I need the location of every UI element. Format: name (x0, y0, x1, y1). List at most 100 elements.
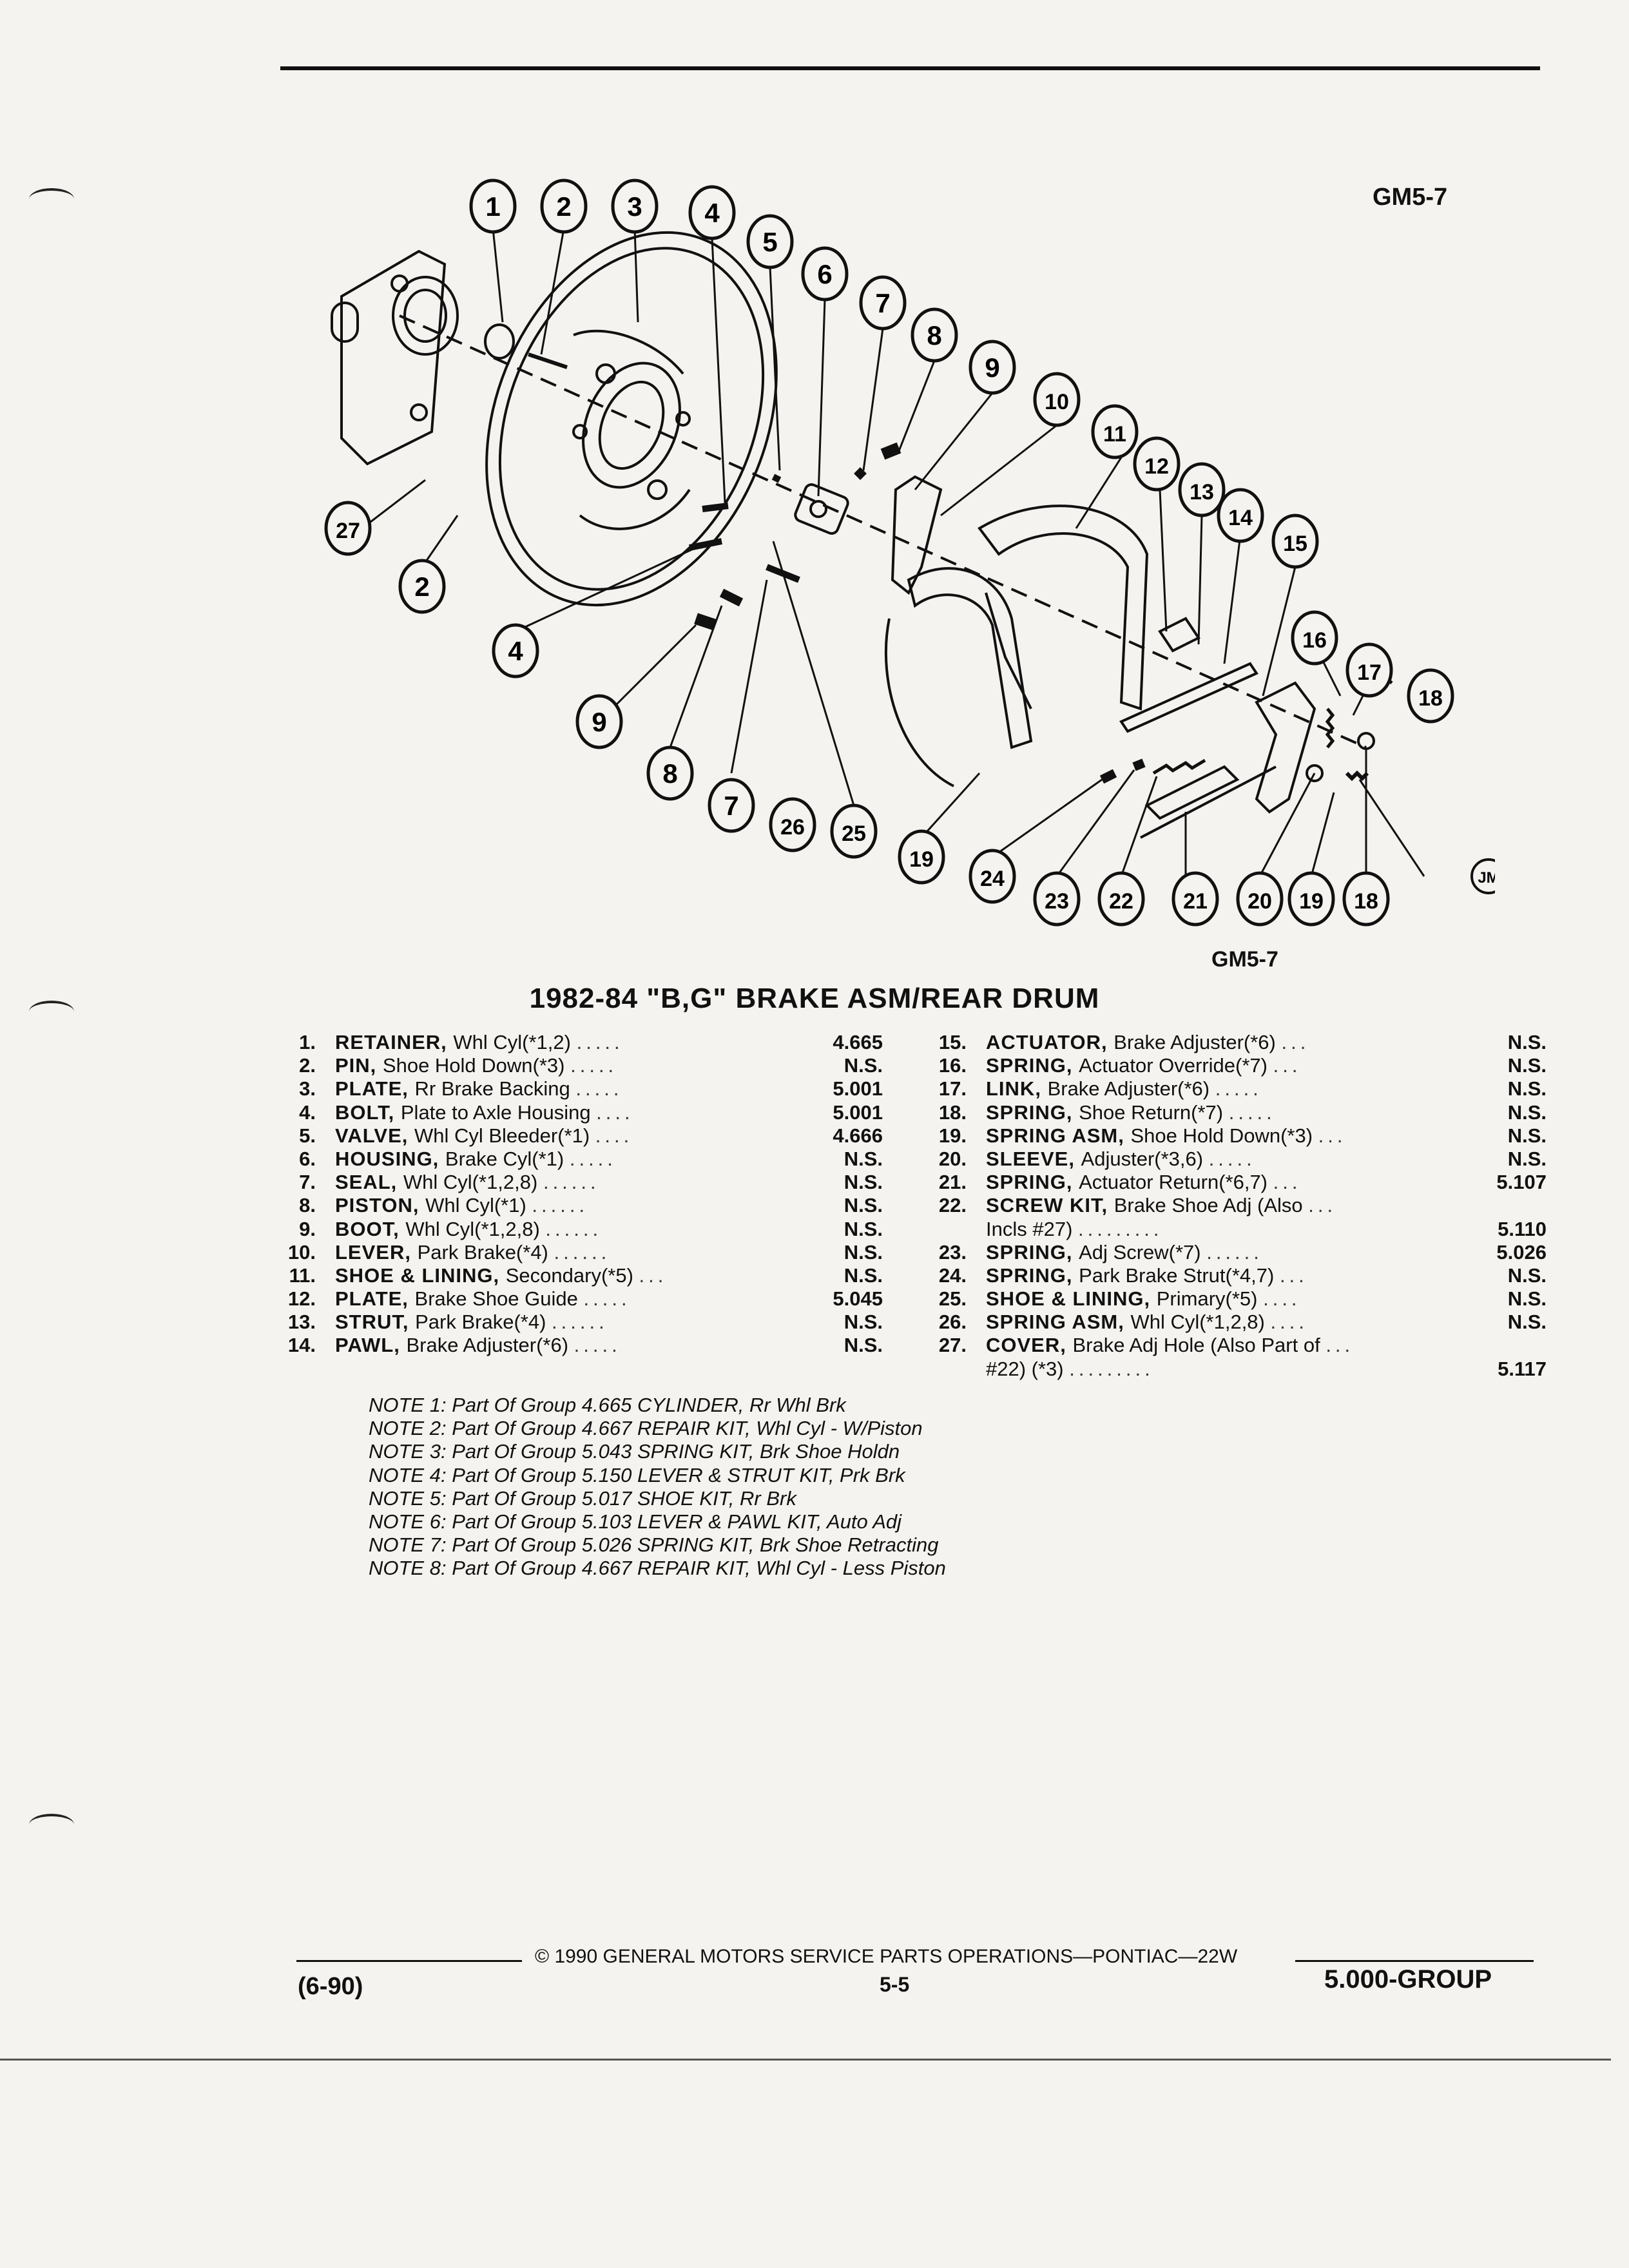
part-row: 12. PLATE, Brake Shoe Guide ..... 5.045 (277, 1287, 889, 1311)
group-number: N.S. (843, 1240, 883, 1264)
group-number: N.S. (843, 1334, 883, 1357)
part-number: 14. (287, 1334, 316, 1357)
svg-text:18: 18 (1354, 889, 1378, 914)
part-row: #22) (*3) .........5.117 (928, 1358, 1547, 1381)
svg-text:9: 9 (592, 707, 606, 737)
callout-13: 13 (1178, 462, 1226, 517)
part-name: SPRING, Actuator Return(*6,7) ... (986, 1171, 1302, 1194)
callout-22: 22 (1097, 871, 1145, 927)
svg-text:24: 24 (980, 867, 1005, 891)
part-name: Incls #27) ......... (986, 1217, 1163, 1240)
svg-text:23: 23 (1045, 889, 1069, 914)
part-number: 3. (299, 1077, 316, 1100)
part-name: PLATE, Brake Shoe Guide ..... (335, 1287, 631, 1311)
callout-21: 21 (1171, 871, 1219, 927)
part-number: 4. (299, 1100, 316, 1124)
part-name: SPRING, Actuator Override(*7) ... (986, 1054, 1302, 1077)
part-name: SPRING, Park Brake Strut(*4,7) ... (986, 1264, 1308, 1287)
group-number: N.S. (1507, 1124, 1547, 1147)
parts-list-title: 1982-84 "B,G" BRAKE ASM/REAR DRUM (529, 983, 1100, 1014)
part-name: SPRING ASM, Whl Cyl(*1,2,8) .... (986, 1311, 1308, 1334)
part-row: 26.SPRING ASM, Whl Cyl(*1,2,8) ....N.S. (928, 1311, 1547, 1334)
group-number: N.S. (1507, 1100, 1547, 1124)
svg-text:11: 11 (1103, 422, 1126, 447)
parts-list-right: 15.ACTUATOR, Brake Adjuster(*6) ...N.S.1… (928, 1031, 1547, 1381)
callout-26: 26 (769, 797, 816, 852)
part-name: HOUSING, Brake Cyl(*1) ..... (335, 1147, 617, 1170)
notes-list: NOTE 1: Part Of Group 4.665 CYLINDER, Rr… (369, 1394, 946, 1581)
group-number: N.S. (1507, 1287, 1547, 1311)
callout-18: 18 (1407, 668, 1454, 724)
callout-23: 23 (1033, 871, 1081, 927)
group-label: 5.000-GROUP (1324, 1965, 1492, 1994)
part-name: SEAL, Whl Cyl(*1,2,8) ...... (335, 1171, 600, 1194)
part-number: 5. (299, 1124, 316, 1147)
maker-mark: JM (1470, 858, 1495, 894)
part-number: 15. (938, 1031, 967, 1053)
group-number: N.S. (843, 1147, 883, 1170)
callout-17: 17 (1345, 642, 1393, 698)
part-row: 2.PIN, Shoe Hold Down(*3) .....N.S. (277, 1054, 889, 1077)
svg-text:27: 27 (336, 519, 360, 543)
group-number: N.S. (1507, 1031, 1547, 1053)
group-number: 4.666 (833, 1124, 883, 1147)
svg-text:18: 18 (1418, 686, 1443, 711)
part-number: 21. (938, 1171, 967, 1194)
part-number: 16. (938, 1054, 967, 1077)
svg-text:2: 2 (414, 572, 429, 602)
svg-text:4: 4 (508, 636, 523, 666)
group-number: N.S. (843, 1311, 883, 1334)
callout-3: 3 (611, 178, 659, 234)
part-number: 22. (938, 1194, 967, 1217)
part-row: 17.LINK, Brake Adjuster(*6) .....N.S. (928, 1077, 1547, 1100)
callout-2: 2 (398, 559, 446, 614)
part-name: PIN, Shoe Hold Down(*3) ..... (335, 1054, 618, 1077)
footer-rule-left (296, 1960, 522, 1962)
part-row: 15.ACTUATOR, Brake Adjuster(*6) ...N.S. (928, 1031, 1547, 1054)
note-line: NOTE 1: Part Of Group 4.665 CYLINDER, Rr… (369, 1394, 846, 1416)
callout-5: 5 (746, 214, 794, 269)
part-name: SHOE & LINING, Primary(*5) .... (986, 1287, 1301, 1311)
part-row: 14. PAWL, Brake Adjuster(*6) ..... N.S. (277, 1334, 889, 1357)
callout-12: 12 (1133, 436, 1181, 492)
note-line: NOTE 8: Part Of Group 4.667 REPAIR KIT, … (369, 1557, 946, 1580)
page-number: 5-5 (880, 1973, 910, 1996)
part-number: 13. (287, 1311, 316, 1334)
group-number: N.S. (843, 1264, 883, 1287)
part-row: 13.STRUT, Park Brake(*4) ......N.S. (277, 1311, 889, 1334)
svg-text:9: 9 (985, 352, 999, 383)
part-row: 20.SLEEVE, Adjuster(*3,6) .....N.S. (928, 1148, 1547, 1171)
svg-text:7: 7 (875, 288, 890, 318)
part-number: 11. (289, 1264, 316, 1287)
svg-text:21: 21 (1183, 889, 1208, 914)
figure-code: GM5-7 (1373, 184, 1448, 211)
callout-4: 4 (492, 623, 539, 678)
group-number: 5.110 (1498, 1217, 1547, 1240)
svg-text:26: 26 (780, 815, 805, 840)
group-number: N.S. (843, 1171, 883, 1194)
part-row: 7. SEAL, Whl Cyl(*1,2,8) ...... N.S. (277, 1171, 889, 1194)
part-number: 8. (299, 1194, 316, 1217)
part-number: 12. (287, 1287, 316, 1311)
part-name: PAWL, Brake Adjuster(*6) ..... (335, 1334, 621, 1357)
callout-16: 16 (1291, 610, 1338, 666)
part-row: 6.HOUSING, Brake Cyl(*1) .....N.S. (277, 1148, 889, 1171)
part-row: 10.LEVER, Park Brake(*4) ......N.S. (277, 1241, 889, 1264)
part-number: 7. (299, 1171, 316, 1194)
svg-text:5: 5 (762, 227, 777, 257)
note-line: NOTE 3: Part Of Group 5.043 SPRING KIT, … (369, 1440, 900, 1463)
group-number: N.S. (1507, 1077, 1547, 1100)
svg-text:14: 14 (1228, 506, 1253, 530)
group-number: 5.045 (833, 1287, 883, 1311)
svg-text:4: 4 (704, 198, 720, 228)
part-number: 17. (938, 1077, 967, 1100)
part-name: COVER, Brake Adj Hole (Also Part of ... (986, 1334, 1354, 1357)
part-name: PISTON, Whl Cyl(*1) ...... (335, 1194, 589, 1217)
part-number: 23. (938, 1240, 967, 1264)
part-name: SLEEVE, Adjuster(*3,6) ..... (986, 1147, 1256, 1170)
margin-mark (29, 1814, 74, 1836)
part-name: SPRING ASM, Shoe Hold Down(*3) ... (986, 1124, 1347, 1147)
svg-text:16: 16 (1302, 628, 1327, 653)
note-line: NOTE 7: Part Of Group 5.026 SPRING KIT, … (369, 1533, 939, 1557)
